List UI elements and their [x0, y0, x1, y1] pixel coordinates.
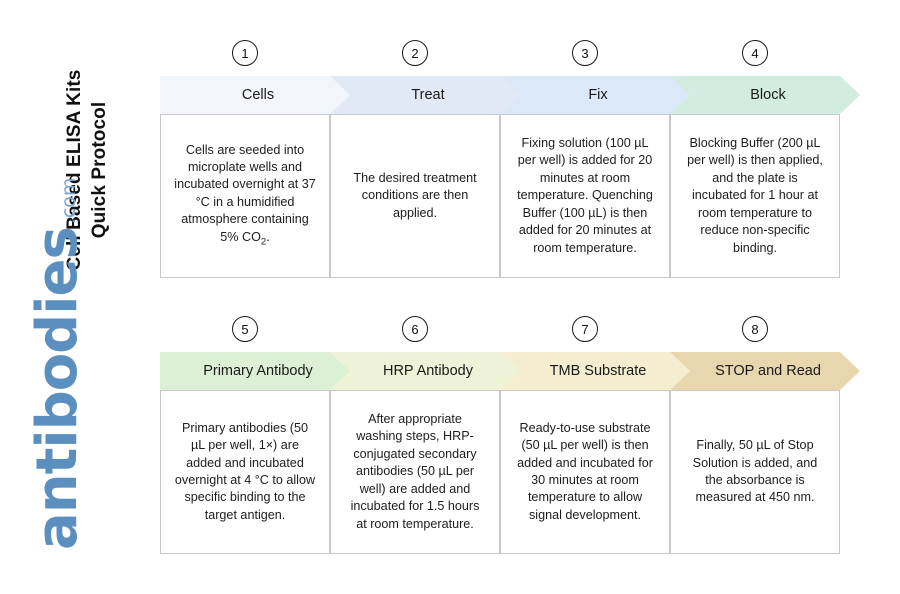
step-description-cell-5: Primary antibodies (50 µL per well, 1×) … [160, 390, 330, 554]
step-chevron-label: TMB Substrate [549, 363, 647, 379]
step-description-text: Cells are seeded into microplate wells a… [174, 142, 316, 248]
step-description-text: Finally, 50 µL of Stop Solution is added… [692, 438, 818, 505]
step-chevron-label: HRP Antibody [382, 363, 473, 379]
step-description-text: Ready-to-use substrate (50 µL per well) … [517, 420, 653, 522]
step-chevron-label: Cells [241, 87, 275, 103]
step-number-text: 2 [411, 45, 419, 61]
step-description-cell-1: Cells are seeded into microplate wells a… [160, 114, 330, 278]
step-description-cell-7: Ready-to-use substrate (50 µL per well) … [500, 390, 670, 554]
step-description-cell-4: Blocking Buffer (200 µL per well) is the… [670, 114, 840, 278]
step-number-badge-1: 1 [232, 40, 258, 66]
step-number-text: 1 [241, 45, 249, 61]
step-chevron-label: Fix [588, 87, 608, 103]
step-number-text: 6 [411, 321, 419, 337]
step-description-text: Fixing solution (100 µL per well) is add… [517, 136, 653, 255]
step-number-text: 4 [751, 45, 759, 61]
step-description-cell-8: Finally, 50 µL of Stop Solution is added… [670, 390, 840, 554]
page-title: Cell Based ELISA Kits Quick Protocol [62, 0, 162, 271]
brand-logo-word: antibodies [25, 227, 90, 550]
protocol-row-1: Cells Treat Fix Block Cells are seeded into… [160, 40, 840, 278]
step-chevron-2[interactable]: Treat [330, 76, 520, 114]
step-number-badge-3: 3 [572, 40, 598, 66]
description-band-2: Primary antibodies (50 µL per well, 1×) … [160, 390, 840, 555]
step-description-text: Blocking Buffer (200 µL per well) is the… [687, 136, 823, 255]
brand-logo: antibodies .com [25, 30, 140, 550]
step-number-text: 5 [241, 321, 249, 337]
step-description-text: Primary antibodies (50 µL per well, 1×) … [174, 420, 316, 522]
step-chevron-label: STOP and Read [715, 363, 821, 379]
step-number-badge-7: 7 [572, 316, 598, 342]
chevron-band-2: Primary Antibody HRP Antibody TMB Substrat… [160, 352, 840, 390]
step-description-cell-3: Fixing solution (100 µL per well) is add… [500, 114, 670, 278]
step-chevron-8[interactable]: STOP and Read [670, 352, 860, 390]
step-description-text: The desired treatment conditions are the… [353, 170, 477, 220]
step-chevron-label: Treat [411, 87, 445, 103]
step-group-1: Cells Treat Fix Block Cells are seeded into… [160, 40, 840, 278]
step-chevron-label: Block [750, 87, 786, 103]
brand-logo-tld: .com [58, 177, 80, 225]
step-chevron-5[interactable]: Primary Antibody [160, 352, 350, 390]
step-group-2: Primary Antibody HRP Antibody TMB Substrat… [160, 316, 840, 554]
step-number-badge-2: 2 [402, 40, 428, 66]
step-chevron-4[interactable]: Block [670, 76, 860, 114]
step-description-cell-6: After appropriate washing steps, HRP-con… [330, 390, 500, 554]
step-number-badge-5: 5 [232, 316, 258, 342]
step-number-text: 3 [581, 45, 589, 61]
step-number-text: 7 [581, 321, 589, 337]
step-number-text: 8 [751, 321, 759, 337]
step-number-badge-4: 4 [742, 40, 768, 66]
step-chevron-3[interactable]: Fix [500, 76, 690, 114]
step-number-badge-8: 8 [742, 316, 768, 342]
step-description-text: After appropriate washing steps, HRP-con… [350, 412, 480, 531]
chevron-band-1: Cells Treat Fix Block [160, 76, 840, 114]
step-description-cell-2: The desired treatment conditions are the… [330, 114, 500, 278]
step-chevron-1[interactable]: Cells [160, 76, 350, 114]
step-number-badge-6: 6 [402, 316, 428, 342]
step-chevron-6[interactable]: HRP Antibody [330, 352, 520, 390]
step-chevron-label: Primary Antibody [203, 363, 313, 379]
description-band-1: Cells are seeded into microplate wells a… [160, 114, 840, 279]
protocol-row-2: Primary Antibody HRP Antibody TMB Substrat… [160, 316, 840, 554]
step-chevron-7[interactable]: TMB Substrate [500, 352, 690, 390]
